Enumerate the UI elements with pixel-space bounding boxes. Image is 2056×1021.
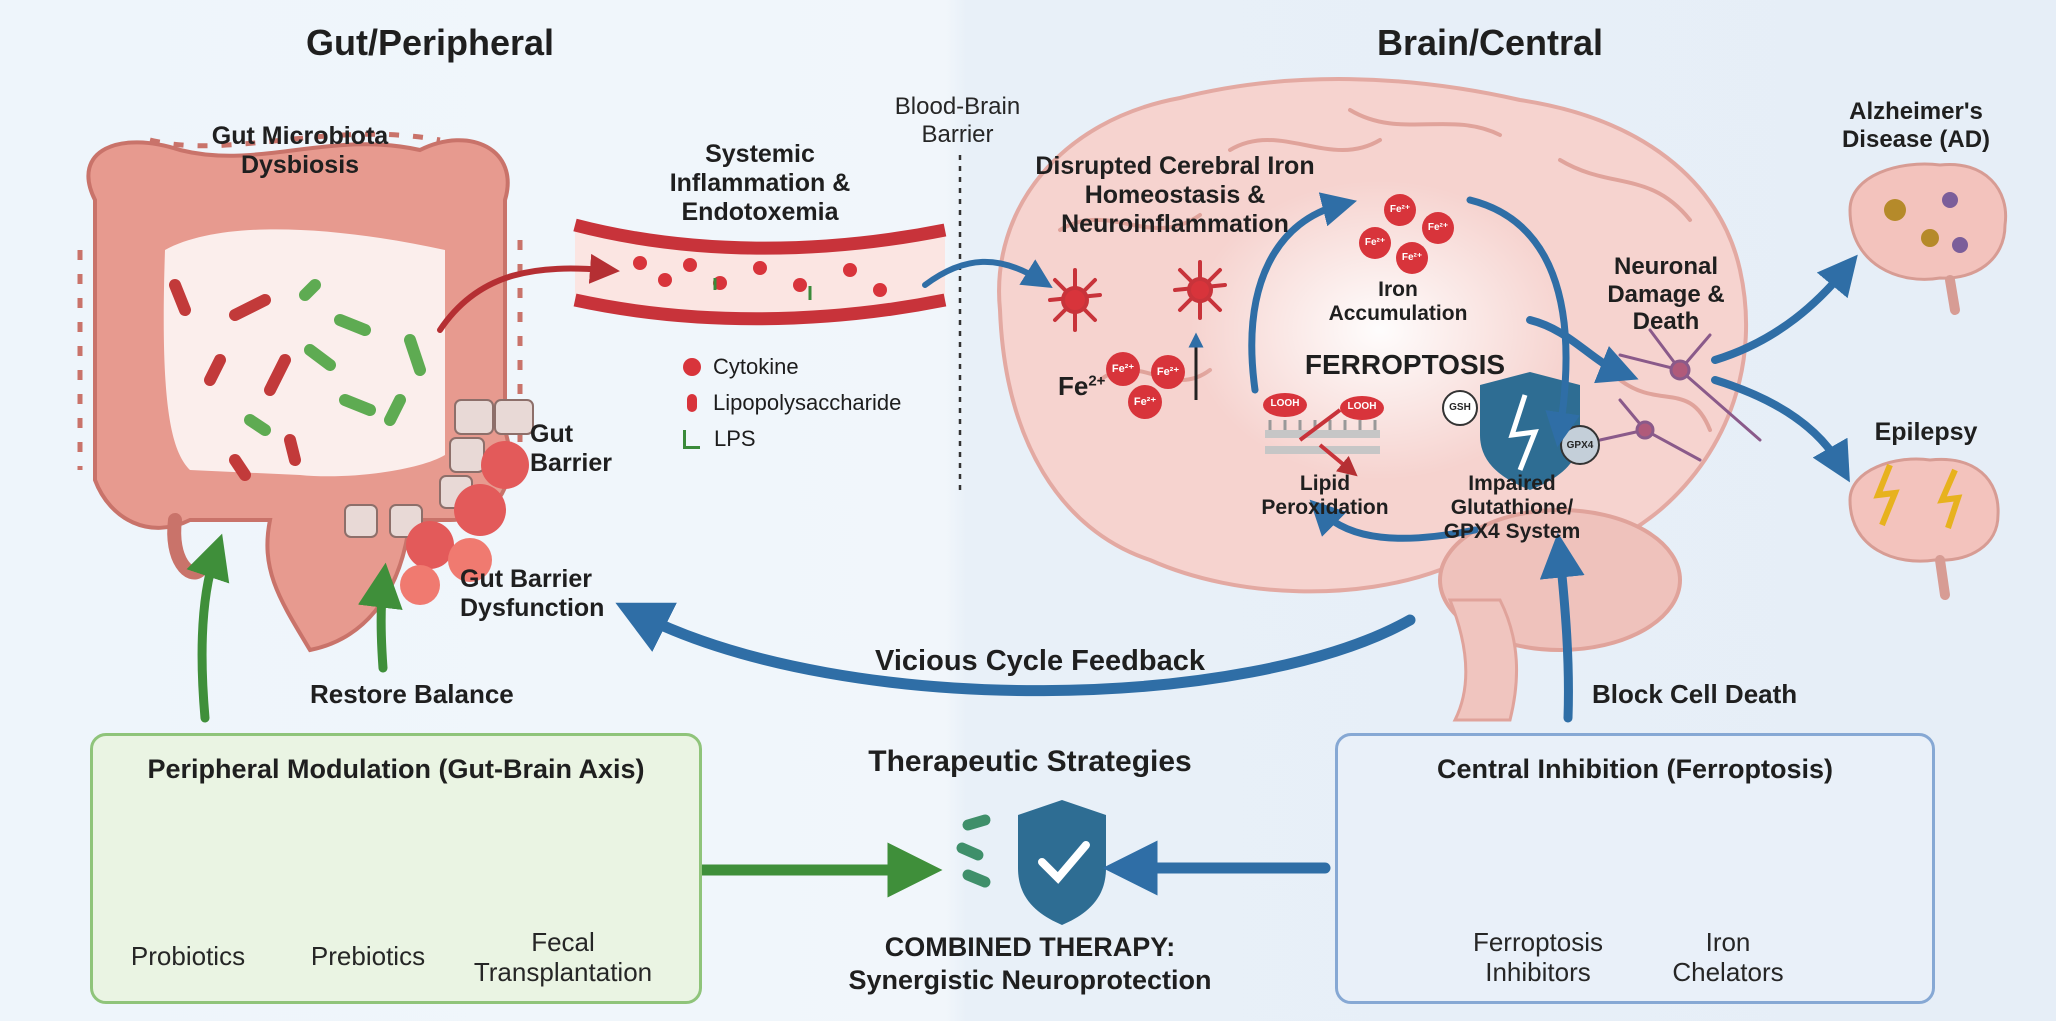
gsh-label: GSH xyxy=(1449,402,1471,413)
bbb-label: Blood-Brain Barrier xyxy=(894,93,1021,148)
ad-brain-icon xyxy=(1848,162,2008,315)
central-panel-title: Central Inhibition (Ferroptosis) xyxy=(1437,754,1833,784)
lipopolysaccharide-icon xyxy=(687,394,697,412)
to-epilepsy-arrow xyxy=(1711,376,1850,483)
looh-label-2: LOOH xyxy=(1347,401,1377,412)
fe-marker-2: Fe²⁺ xyxy=(1427,222,1449,233)
gpx4-label: GPX4 xyxy=(1566,440,1594,451)
iron-homeostasis-label: Disrupted Cerebral Iron Homeostasis & Ne… xyxy=(1035,152,1315,238)
legend-label-cytokine: Cytokine xyxy=(713,354,799,379)
peripheral-restore-arrow xyxy=(186,533,230,723)
to-ad-arrow xyxy=(1711,254,1858,364)
neuronal-damage-label: Neuronal Damage & Death xyxy=(1607,253,1725,336)
legend-item-lps: LPS xyxy=(683,426,901,452)
legend: Cytokine Lipopolysaccharide LPS xyxy=(683,354,901,452)
legend-item-cytokine: Cytokine xyxy=(683,354,901,380)
vicious-cycle-arrow xyxy=(615,602,1416,697)
epilepsy-label: Epilepsy xyxy=(1874,418,1978,446)
blood-vessel xyxy=(573,218,947,326)
cytokine-icon xyxy=(683,358,701,376)
legend-item-lipopolysaccharide: Lipopolysaccharide xyxy=(683,390,901,416)
combined-therapy-shield-icon xyxy=(956,800,1106,925)
gut-barrier-label: Gut Barrier xyxy=(530,420,612,477)
fe-marker-3: Fe²⁺ xyxy=(1364,237,1386,248)
looh-label-1: LOOH xyxy=(1270,398,1300,409)
gpx4-system-label: Impaired Glutathione/ GPX4 System xyxy=(1443,472,1581,544)
ferroptosis-inhibitors-label: Ferroptosis Inhibitors xyxy=(1472,927,1604,987)
microglia-cells xyxy=(1048,260,1227,332)
gut-bacteria xyxy=(169,279,426,481)
to-neuronal-damage-arrow xyxy=(1526,316,1639,384)
fe-marker-6: Fe²⁺ xyxy=(1156,366,1180,378)
combined-therapy-subtitle: Synergistic Neuroprotection xyxy=(848,965,1212,995)
block-cell-death-label: Block Cell Death xyxy=(1592,679,1798,709)
probiotics-label: Probiotics xyxy=(130,941,246,971)
brain-fe-label: Fe2+ xyxy=(1058,371,1106,401)
section-title-brain: Brain/Central xyxy=(1376,22,1604,63)
inflammation-label: Systemic Inflammation & Endotoxemia xyxy=(669,140,851,226)
dysbiosis-to-vessel-arrow xyxy=(437,253,620,333)
ferroptosis-cycle-arrow-1 xyxy=(1248,192,1357,394)
vessel-to-brain-arrow xyxy=(922,258,1053,288)
section-title-gut: Gut/Peripheral xyxy=(305,22,555,63)
fe-marker-1: Fe²⁺ xyxy=(1389,204,1411,215)
combined-therapy-title: COMBINED THERAPY: xyxy=(884,932,1176,962)
dysbiosis-label: Gut Microbiota Dysbiosis xyxy=(211,122,389,179)
lipid-peroxidation-label: Lipid Peroxidation xyxy=(1261,472,1389,520)
therapeutic-strategies-title: Therapeutic Strategies xyxy=(868,745,1192,778)
gpx4-shield-icon xyxy=(1442,372,1600,490)
peripheral-panel-title: Peripheral Modulation (Gut-Brain Axis) xyxy=(147,754,645,784)
lipid-membrane xyxy=(1263,393,1384,470)
legend-label-lipopolysaccharide: Lipopolysaccharide xyxy=(713,390,902,415)
fe-marker-5: Fe²⁺ xyxy=(1111,363,1135,375)
restore-balance-label: Restore Balance xyxy=(310,679,514,709)
ad-label: Alzheimer's Disease (AD) xyxy=(1841,98,1991,153)
ferroptosis-label: FERROPTOSIS xyxy=(1304,349,1506,380)
central-inhibition-panel: Central Inhibition (Ferroptosis) Ferropt… xyxy=(1335,733,1935,1004)
gut-barrier-cells xyxy=(344,399,534,605)
fecal-transplantation-label: Fecal Transplantation xyxy=(473,927,653,987)
block-cell-death-arrow xyxy=(1539,532,1585,723)
flow-arrows xyxy=(186,192,1858,898)
ferroptosis-cycle-arrow-2 xyxy=(1466,196,1580,448)
fe-marker-4: Fe²⁺ xyxy=(1401,252,1423,263)
iron-chelators-label: Iron Chelators xyxy=(1672,927,1784,987)
peripheral-modulation-panel: Peripheral Modulation (Gut-Brain Axis) P… xyxy=(90,733,702,1004)
lps-icon xyxy=(683,429,700,449)
barrier-dysfunction-label: Gut Barrier Dysfunction xyxy=(460,565,605,622)
prebiotics-label: Prebiotics xyxy=(310,941,426,971)
brain-iron-particles xyxy=(1106,352,1185,419)
fe-marker-7: Fe²⁺ xyxy=(1133,396,1157,408)
ferroptosis-cycle-arrow-3 xyxy=(1309,499,1479,542)
legend-label-lps: LPS xyxy=(714,426,756,451)
brainstem-shape xyxy=(1447,598,1519,722)
restore-balance-arrow xyxy=(357,562,403,673)
iron-accumulation-label: Iron Accumulation xyxy=(1328,278,1468,326)
vicious-cycle-label: Vicious Cycle Feedback xyxy=(875,645,1205,677)
damaged-neurons xyxy=(1598,328,1762,462)
iron-accumulation-icon xyxy=(1359,194,1454,274)
epilepsy-brain-icon xyxy=(1848,457,2000,600)
